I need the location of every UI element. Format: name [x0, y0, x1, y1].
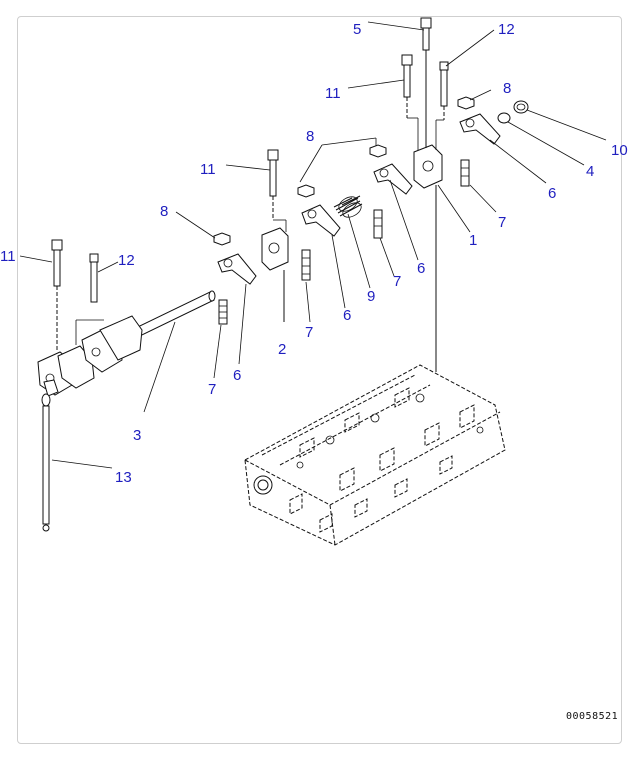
- label-8: 8: [503, 80, 511, 97]
- label-6: 6: [548, 185, 556, 202]
- rocker-arm-6-c: [373, 163, 413, 195]
- label-11: 11: [0, 248, 16, 265]
- label-7: 7: [393, 273, 401, 290]
- callout-labels: 5 12 11 8 10 8 4 11 6 7 1 8 6 11 12 7 9 …: [0, 21, 628, 486]
- leader-lines: [19, 21, 607, 469]
- adjust-screw-7-c: [373, 209, 383, 239]
- bolt-5: [420, 17, 432, 148]
- label-13: 13: [115, 469, 132, 486]
- bracket-2: [261, 227, 289, 322]
- nut-8-a: [213, 232, 231, 246]
- plug-4: [497, 112, 511, 124]
- adjust-screw-7-d: [460, 159, 470, 187]
- clip-10: [513, 100, 529, 114]
- label-6: 6: [233, 367, 241, 384]
- label-10: 10: [611, 142, 628, 159]
- label-11: 11: [325, 85, 341, 102]
- spring-9: [333, 195, 363, 218]
- label-6: 6: [417, 260, 425, 277]
- label-7: 7: [208, 381, 216, 398]
- label-8: 8: [306, 128, 314, 145]
- label-9: 9: [367, 288, 375, 305]
- adjust-screw-7-b: [301, 249, 311, 281]
- diagram-frame: [17, 16, 622, 744]
- rocker-arm-6-b: [301, 204, 341, 237]
- label-7: 7: [498, 214, 506, 231]
- bracket-1: [413, 144, 443, 189]
- left-rocker-assembly: [37, 315, 143, 397]
- drawing-code: 00058521: [566, 711, 618, 722]
- push-rod-13: [41, 393, 51, 532]
- label-3: 3: [133, 427, 141, 444]
- nut-8-c: [369, 144, 387, 158]
- label-2: 2: [278, 341, 286, 358]
- stud-12-left: [75, 253, 104, 345]
- bolt-11-left: [51, 239, 63, 350]
- label-4: 4: [586, 163, 594, 180]
- label-12: 12: [498, 21, 515, 38]
- label-1: 1: [469, 232, 477, 249]
- rocker-arm-6-d: [459, 113, 501, 145]
- label-7: 7: [305, 324, 313, 341]
- label-11: 11: [200, 161, 216, 178]
- nut-8-b: [297, 184, 315, 198]
- bolt-11-middle: [267, 149, 287, 232]
- stud-12-right: [435, 61, 449, 150]
- adjust-screw-7-a: [218, 299, 228, 325]
- bolt-11-right: [401, 54, 419, 150]
- label-8: 8: [160, 203, 168, 220]
- cylinder-head: [244, 364, 506, 546]
- label-6: 6: [343, 307, 351, 324]
- label-12: 12: [118, 252, 135, 269]
- rocker-arm-6-a: [217, 253, 257, 285]
- label-5: 5: [353, 21, 361, 38]
